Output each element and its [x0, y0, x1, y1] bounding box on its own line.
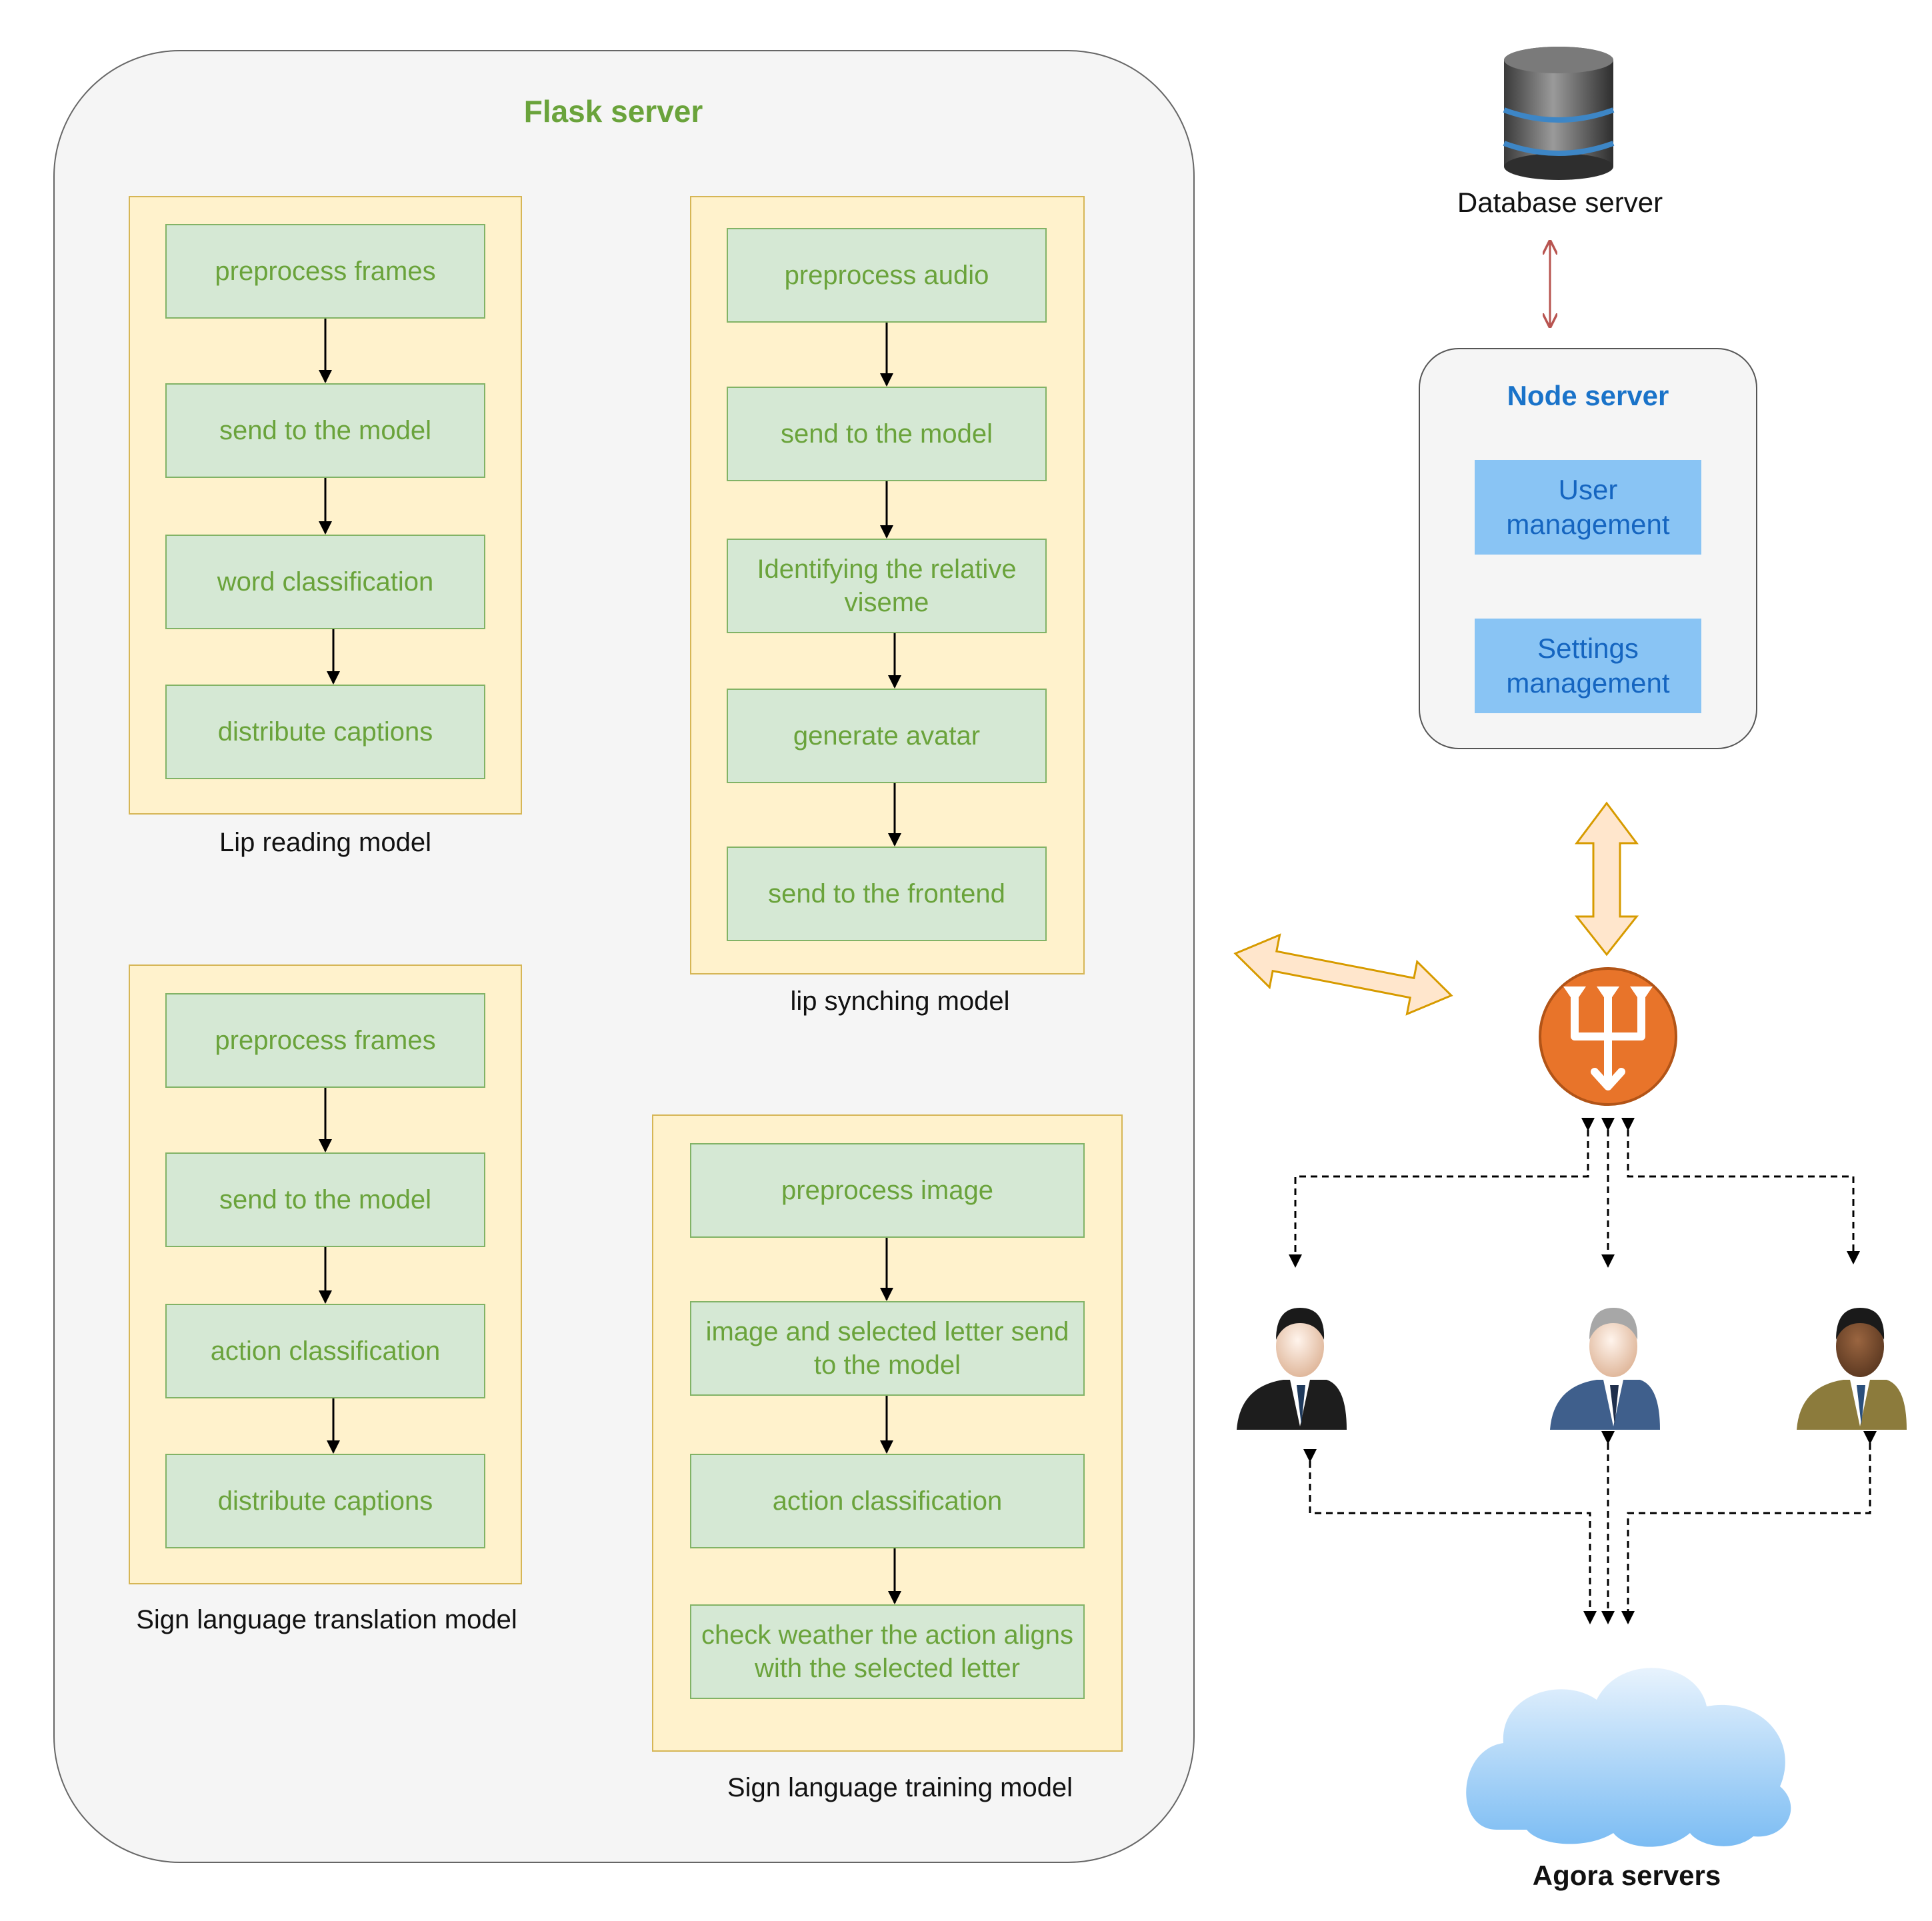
user-icon-2 — [1550, 1308, 1660, 1430]
link-gw-user1 — [1289, 1118, 1595, 1268]
flask-gateway-arrow — [1233, 933, 1453, 1016]
lip-reading-step-1: preprocess frames — [165, 224, 485, 319]
sign-training-step-4: check weather the action aligns with the… — [690, 1604, 1085, 1699]
sign-translation-step-3: action classification — [165, 1304, 485, 1398]
sign-training-step-3: action classification — [690, 1454, 1085, 1548]
sign-training-step-2: image and selected letter send to the mo… — [690, 1301, 1085, 1396]
sign-training-step-1: preprocess image — [690, 1143, 1085, 1238]
lip-sync-step-2: send to the model — [727, 387, 1047, 481]
link-user3-agora — [1621, 1431, 1877, 1624]
database-icon — [1503, 47, 1615, 180]
trident-icon — [1539, 967, 1677, 1106]
user-icon-1 — [1237, 1308, 1347, 1430]
node-gateway-arrow — [1574, 801, 1639, 957]
database-label: Database server — [1457, 187, 1663, 218]
cloud-icon — [1466, 1668, 1791, 1847]
user-icon-3 — [1797, 1308, 1907, 1430]
sign-translation-step-1: preprocess frames — [165, 993, 485, 1088]
lip-sync-step-4: generate avatar — [727, 689, 1047, 783]
sign-training-caption: Sign language training model — [727, 1773, 1073, 1802]
lip-reading-caption: Lip reading model — [219, 828, 431, 857]
lip-sync-step-1: preprocess audio — [727, 228, 1047, 323]
lip-reading-step-2: send to the model — [165, 383, 485, 478]
lip-sync-caption: lip synching model — [790, 986, 1010, 1016]
sign-translation-step-4: distribute captions — [165, 1454, 485, 1548]
node-server-title: Node server — [1507, 380, 1669, 411]
lip-reading-step-3: word classification — [165, 535, 485, 629]
sign-translation-caption: Sign language translation model — [136, 1605, 517, 1634]
link-gw-user3 — [1621, 1118, 1860, 1264]
user-management-box: User management — [1475, 460, 1701, 555]
settings-management-box: Settings management — [1475, 619, 1701, 713]
lip-reading-step-4: distribute captions — [165, 685, 485, 779]
flask-server-title: Flask server — [523, 94, 703, 129]
agora-label: Agora servers — [1532, 1860, 1721, 1891]
lip-sync-step-3: Identifying the relative viseme — [727, 539, 1047, 633]
lip-sync-step-5: send to the frontend — [727, 847, 1047, 941]
link-user1-agora — [1303, 1449, 1597, 1624]
sign-translation-step-2: send to the model — [165, 1152, 485, 1247]
